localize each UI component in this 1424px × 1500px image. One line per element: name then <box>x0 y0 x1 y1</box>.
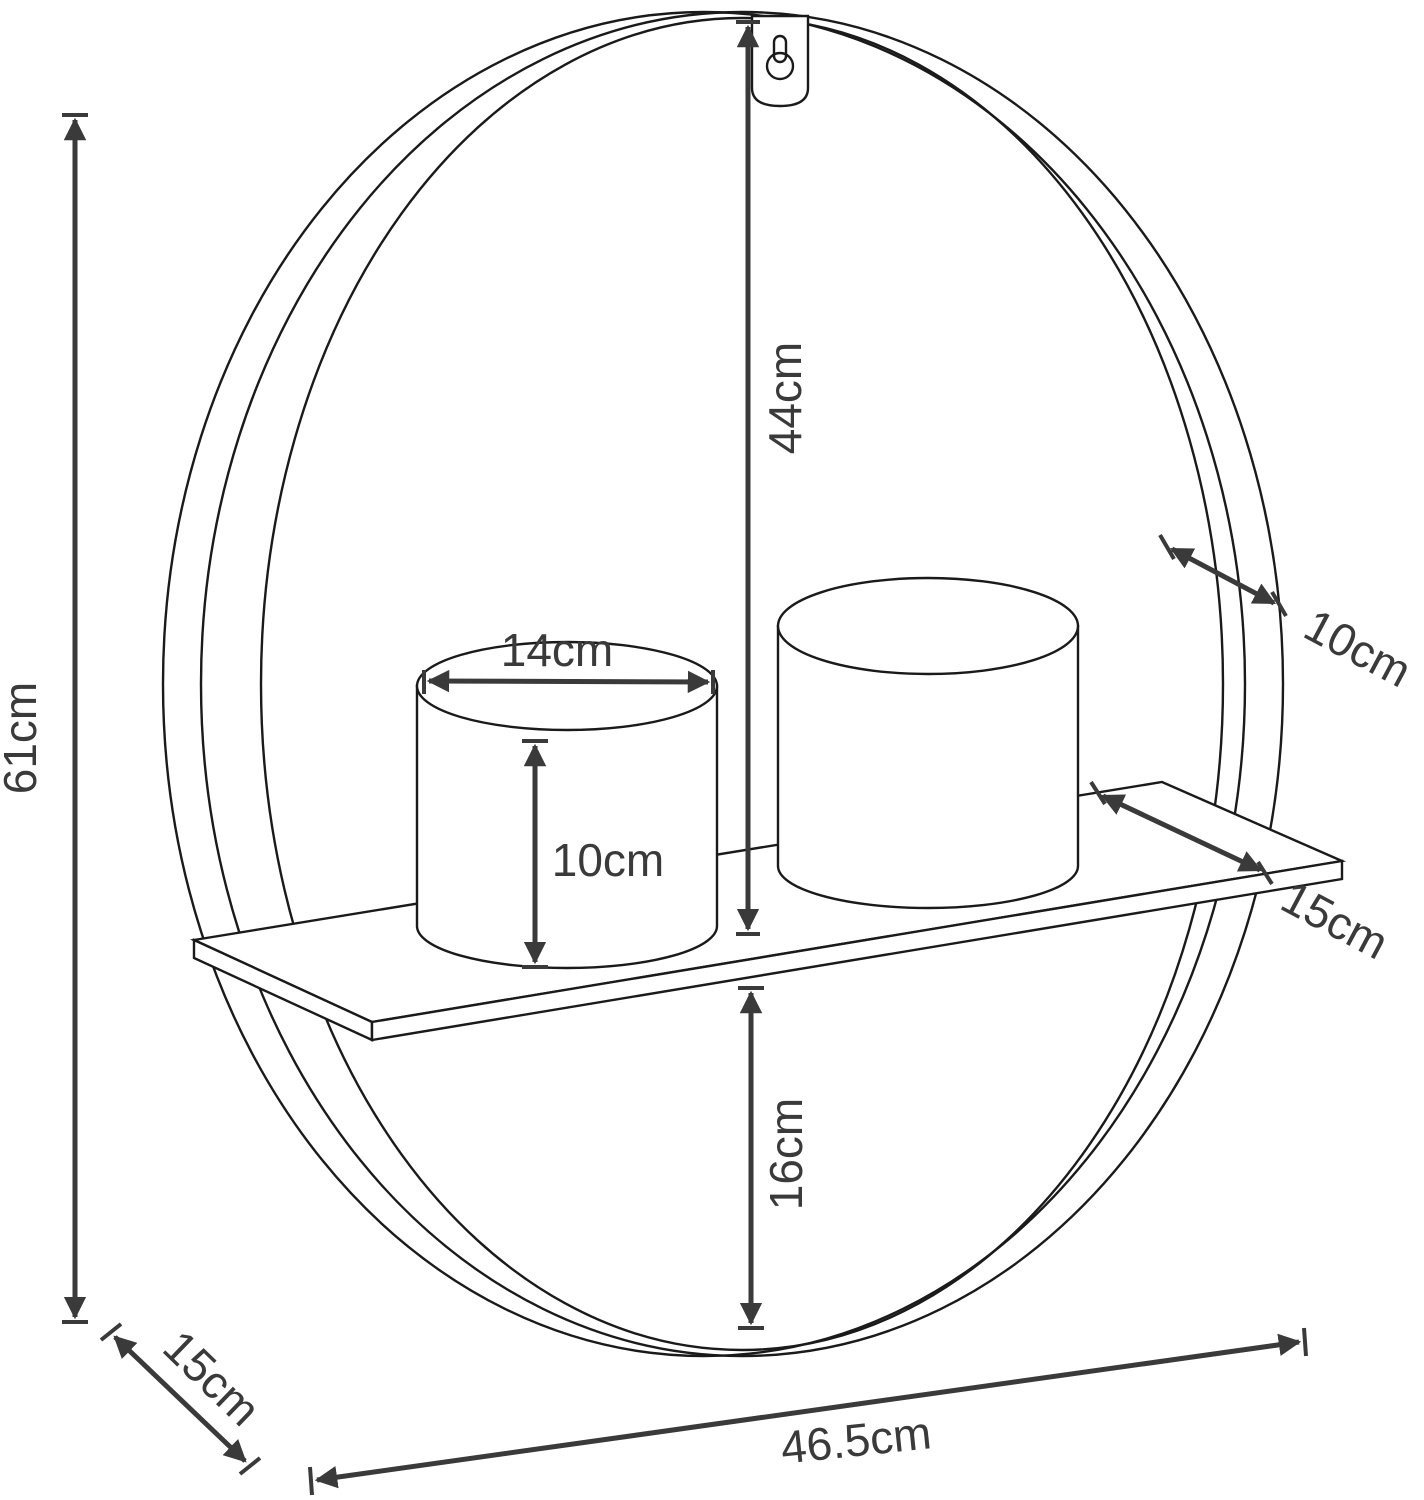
ring-frame <box>161 10 1285 1358</box>
pot-small <box>415 640 719 970</box>
dim-bottom-clearance: 16cm <box>738 986 812 1330</box>
shelf-board <box>189 780 1347 1042</box>
dim-pot-diameter: 14cm <box>422 624 715 694</box>
dim-total-height: 61cm <box>0 113 88 1324</box>
label-depth: 15cm <box>153 1320 270 1436</box>
dim-top-clearance: 44cm <box>736 20 811 936</box>
label-total-height: 61cm <box>0 682 46 794</box>
label-pot-diameter: 14cm <box>501 624 613 676</box>
label-pot-height: 10cm <box>552 834 664 886</box>
pot-large <box>776 576 1080 910</box>
label-top-clearance: 44cm <box>759 342 811 454</box>
dim-width: 46.5cm <box>308 1327 1308 1496</box>
wall-hanger-icon <box>750 14 810 108</box>
label-bottom-clearance: 16cm <box>760 1098 812 1210</box>
ring-front-outer <box>199 10 1285 1358</box>
label-ring-thickness: 10cm <box>1296 599 1420 698</box>
dim-ring-thickness: 10cm <box>1158 533 1420 698</box>
label-shelf-depth: 15cm <box>1273 871 1397 970</box>
dim-depth: 15cm <box>99 1320 271 1476</box>
label-width: 46.5cm <box>778 1406 933 1473</box>
dim-pot-height: 10cm <box>522 739 664 969</box>
